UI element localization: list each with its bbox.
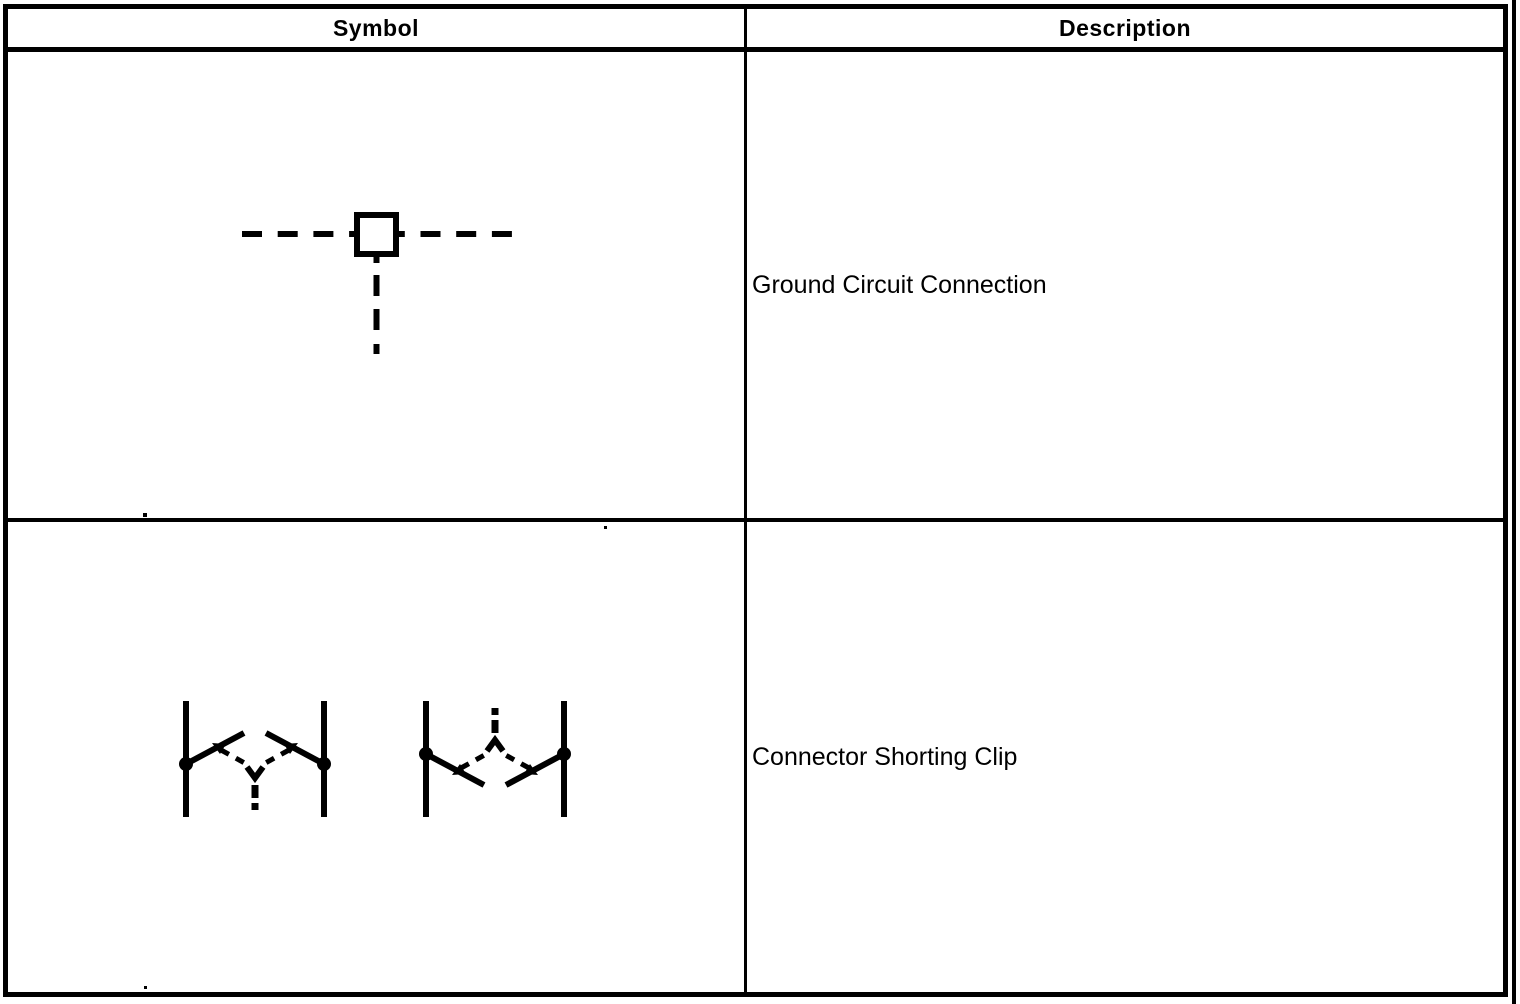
scan-speck [144,986,147,989]
connector-shorting-clip-symbol [8,522,744,992]
shorting-clip-glyph-right [419,701,571,817]
table-row-1-description: Ground Circuit Connection [752,270,1047,299]
column-divider [744,9,747,992]
table-row-1-symbol-cell [8,52,744,518]
page-edge-line [1512,0,1516,1004]
scan-speck [604,526,607,529]
description-column-header: Description [1058,14,1192,41]
ground-circuit-connection-symbol [242,212,512,357]
symbol-column-header: Symbol [332,14,420,41]
table-border-top [3,4,1508,9]
table-border-bottom [3,992,1508,997]
header-row-divider [3,47,1508,52]
scan-speck [143,513,147,517]
table-border-left [3,4,8,997]
table-row-2-description: Connector Shorting Clip [752,742,1018,771]
shorting-clip-glyph-left [179,701,331,817]
table-row-2-symbol-cell [8,522,744,992]
ground-connection-square [354,212,399,257]
table-border-right [1503,4,1508,997]
row-divider [8,518,1503,522]
